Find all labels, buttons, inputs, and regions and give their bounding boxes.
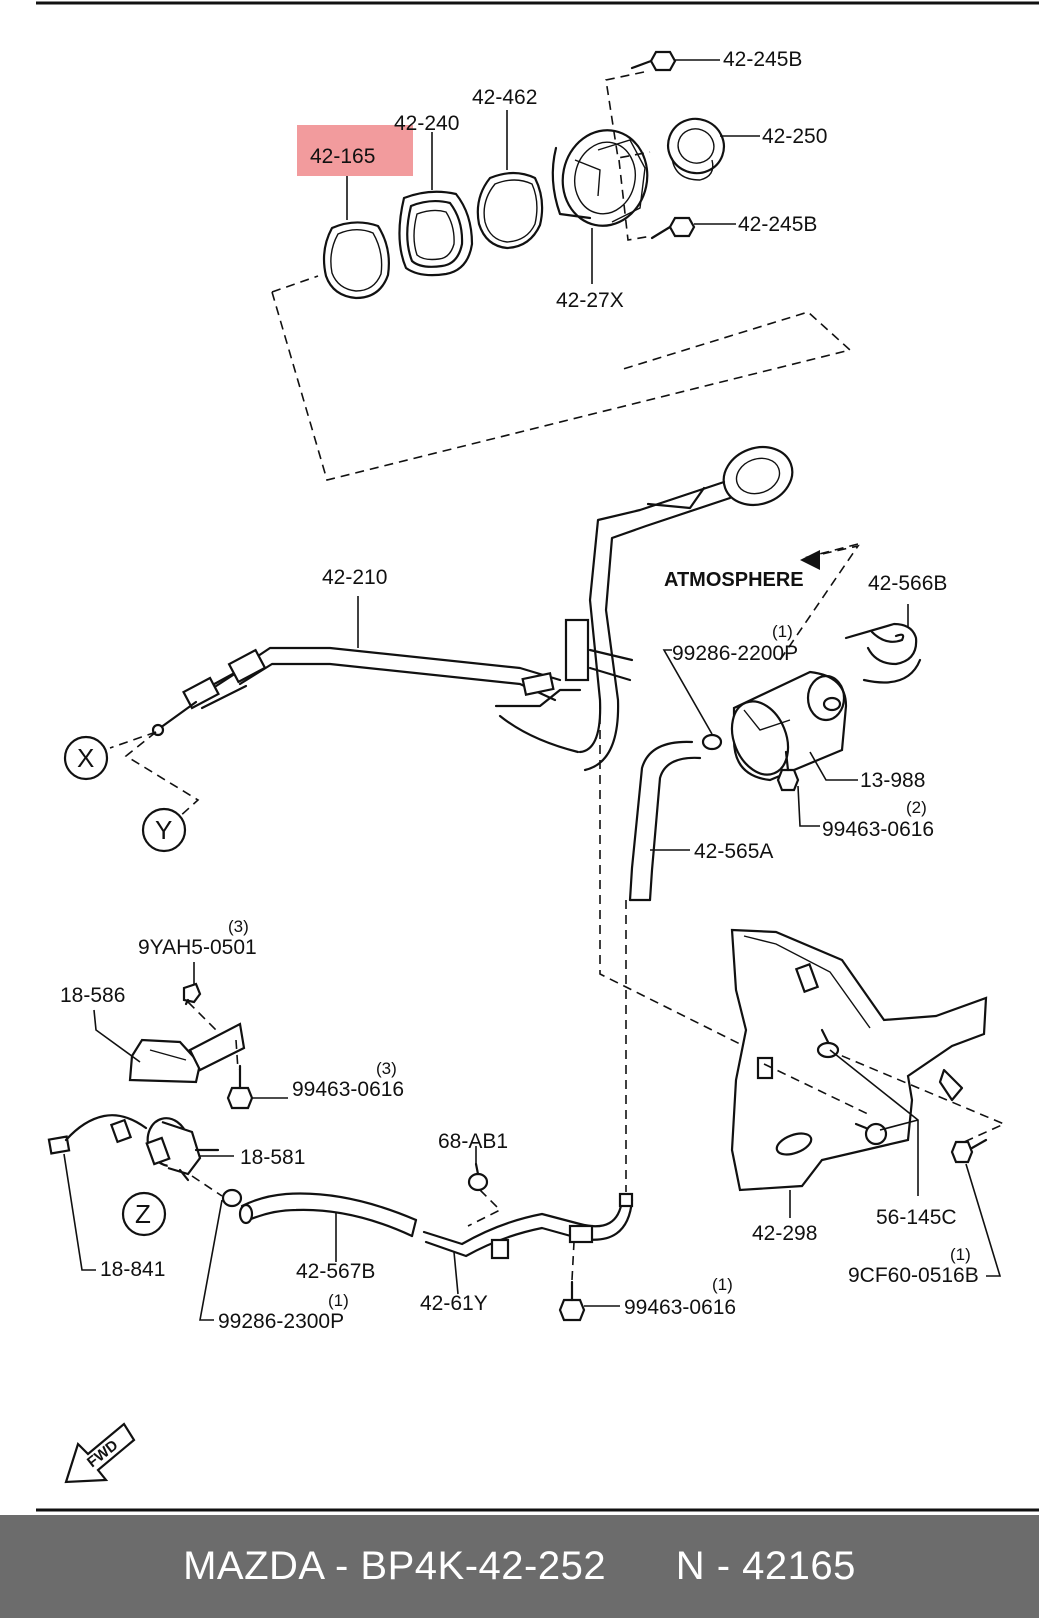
footer-spacer — [606, 1544, 676, 1589]
qty-99286-2300P: (1) — [328, 1291, 349, 1310]
pipe-42-61Y — [422, 1192, 634, 1260]
label-42-250: 42-250 — [762, 125, 827, 148]
hose-42-565A — [628, 740, 702, 902]
label-9CF60-0516B: 9CF60-0516B — [848, 1264, 979, 1287]
leader-56-145C-b — [879, 1119, 919, 1131]
fwd-arrow-icon — [64, 1422, 136, 1484]
leader-9CF60-0516B — [965, 1163, 1002, 1277]
leader-99286-2300P — [199, 1199, 223, 1321]
clip-56-145C-a — [816, 1028, 840, 1059]
label-99286-2200P: 99286-2200P — [672, 642, 798, 665]
fuel-filler-parts-diagram: 42-165 42-240 42-462 42-245B 42-250 42-2… — [36, 1, 1039, 1512]
label-42-245B-bottom: 42-245B — [738, 213, 817, 236]
label-42-298: 42-298 — [752, 1222, 817, 1245]
dashed-line-bolt-c — [571, 1241, 575, 1281]
bolt-9CF60-0516B — [950, 1138, 988, 1164]
label-42-567B: 42-567B — [296, 1260, 375, 1283]
label-circle-x: X — [77, 743, 94, 773]
highlight-box — [297, 125, 413, 176]
dashed-line-canister-tank — [599, 700, 761, 1192]
ref-circle-y — [141, 807, 187, 853]
label-atmosphere: ATMOSPHERE — [664, 569, 804, 591]
dashed-line-protector-fasteners — [763, 1049, 1007, 1143]
fuel-cap-42-250 — [667, 117, 725, 181]
part-number-footer: MAZDA - BP4K-42-252 N - 42165 — [0, 1515, 1039, 1618]
label-18-586: 18-586 — [60, 984, 125, 1007]
label-42-165: 42-165 — [310, 145, 375, 168]
leader-99286-2200P — [662, 649, 713, 735]
label-42-61Y: 42-61Y — [420, 1292, 488, 1315]
clamp-99286-2200P — [701, 733, 723, 751]
label-42-27X: 42-27X — [556, 289, 624, 312]
label-42-566B: 42-566B — [868, 572, 947, 595]
ref-circle-z — [121, 1191, 167, 1237]
label-68-AB1: 68-AB1 — [438, 1130, 508, 1153]
qty-9CF60-0516B: (1) — [950, 1245, 971, 1264]
dashed-line-bracket — [187, 1001, 239, 1071]
dashed-line-cap-group-2 — [618, 159, 653, 241]
label-circle-z: Z — [135, 1199, 151, 1229]
tank-protector-42-298 — [730, 928, 988, 1192]
label-42-210: 42-210 — [322, 566, 387, 589]
seal-ring-42-240 — [398, 190, 474, 277]
dashed-line-cap-group — [605, 71, 651, 159]
leader-42-61Y — [453, 1251, 459, 1295]
label-56-145C: 56-145C — [876, 1206, 957, 1229]
bolt-9YAH5-0501 — [182, 982, 202, 1006]
ref-circle-x — [63, 735, 109, 781]
label-42-245B-top: 42-245B — [723, 48, 802, 71]
leader-13-988 — [809, 751, 858, 781]
label-99286-2300P: 99286-2300P — [218, 1310, 344, 1333]
dashed-atmosphere-arrow — [779, 543, 860, 661]
canister-13-988 — [730, 670, 848, 782]
qty-9YAH5-0501: (3) — [228, 917, 249, 936]
atmosphere-arrow-head — [800, 550, 820, 570]
bolt-99463-0616-a — [776, 750, 800, 792]
label-18-581: 18-581 — [240, 1146, 305, 1169]
leader-18-586 — [93, 1009, 141, 1063]
dashed-line-x-y — [109, 731, 200, 819]
label-18-841: 18-841 — [100, 1258, 165, 1281]
label-13-988: 13-988 — [860, 769, 925, 792]
label-99463-0616-a: 99463-0616 — [822, 818, 934, 841]
label-42-240: 42-240 — [394, 112, 459, 135]
dashed-box-seals — [271, 275, 852, 481]
qty-99286-2200P: (1) — [772, 622, 793, 641]
dashed-line-valve-clamp — [191, 1175, 223, 1197]
label-42-565A: 42-565A — [694, 840, 773, 863]
dashed-line-clip-68-AB1 — [467, 1189, 502, 1227]
filler-pipe-42-210 — [151, 445, 794, 772]
label-42-462: 42-462 — [472, 86, 537, 109]
bolt-42-245B-bottom — [650, 216, 696, 240]
footer-brand-part: MAZDA - BP4K-42-252 — [183, 1544, 607, 1588]
purge-valve-18-581 — [145, 1117, 220, 1182]
filler-neck-42-27X — [551, 129, 649, 227]
leader-18-841 — [63, 1153, 96, 1271]
bracket-18-586 — [128, 1022, 246, 1084]
bolt-99463-0616-b — [226, 1064, 254, 1110]
label-circle-y: Y — [155, 815, 172, 845]
gasket-42-165 — [322, 221, 390, 300]
connector-18-841 — [47, 1114, 148, 1155]
clip-68-AB1 — [467, 1162, 489, 1192]
bolt-99463-0616-c — [558, 1280, 586, 1322]
label-9YAH5-0501: 9YAH5-0501 — [138, 936, 257, 959]
qty-99463-0616-c: (1) — [712, 1275, 733, 1294]
qty-99463-0616-a: (2) — [906, 798, 927, 817]
qty-99463-0616-b: (3) — [376, 1059, 397, 1078]
footer-reference: N - 42165 — [675, 1544, 856, 1588]
leader-99463-0616-a — [797, 785, 820, 827]
seal-ring-42-462 — [476, 171, 544, 250]
hose-42-567B — [238, 1192, 418, 1238]
bolt-42-245B-top — [630, 50, 677, 72]
hose-42-566B — [844, 622, 922, 684]
label-99463-0616-c: 99463-0616 — [624, 1296, 736, 1319]
label-99463-0616-b: 99463-0616 — [292, 1078, 404, 1101]
clamp-99286-2300P — [221, 1188, 243, 1208]
